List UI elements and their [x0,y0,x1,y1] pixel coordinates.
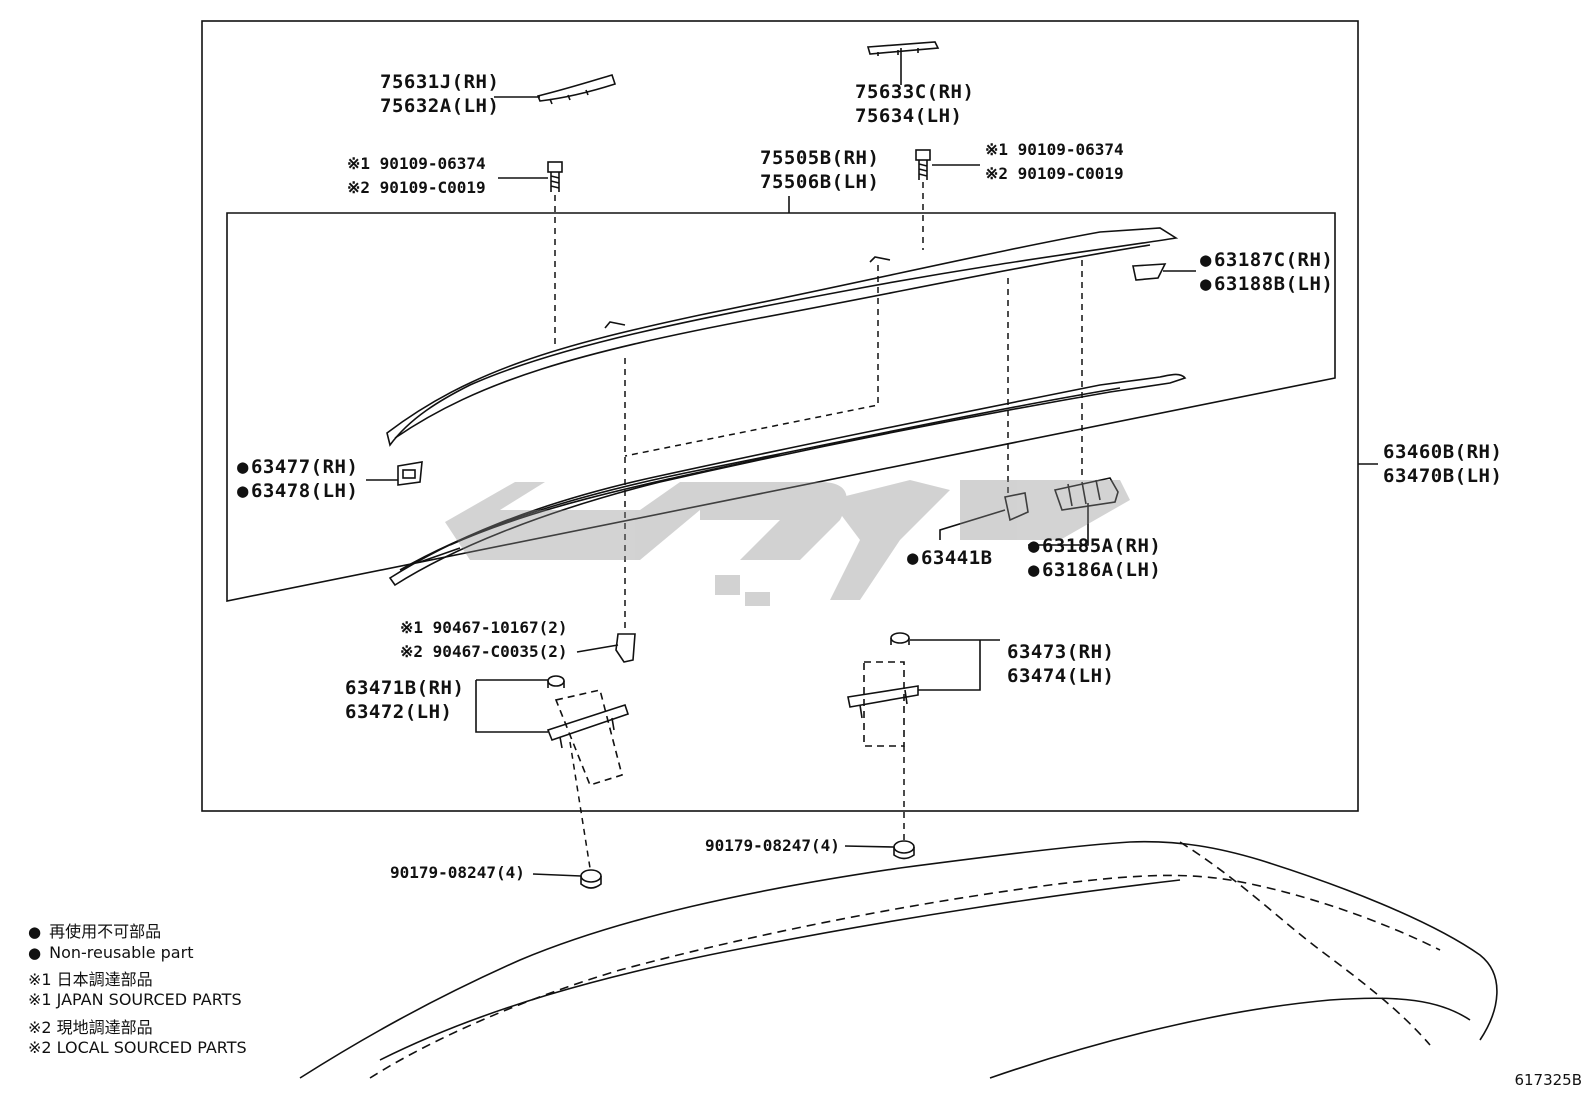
filled-circle-icon: ● [28,944,42,962]
part-63441 [1004,492,1029,522]
part-label-bolt-left[interactable]: ※1 90109-06374※2 90109-C0019 [347,154,486,197]
part-label-75505[interactable]: 75505B(RH)75506B(LH) [760,147,880,193]
part-label-nut-right[interactable]: 90179-08247(4) [705,836,840,855]
part-label-63471[interactable]: 63471B(RH)63472(LH) [345,677,465,723]
part-63477 [397,461,423,486]
bracket-63473 [847,632,919,747]
catalog-number: 617325B [1514,1071,1582,1089]
legend-japan-en: ※1 JAPAN SOURCED PARTS [28,990,242,1009]
outer-frame [201,20,1359,812]
part-label-63441[interactable]: 63441B [907,546,993,570]
bracket-63471 [546,675,630,786]
watermark-logo [445,480,1130,606]
legend-nonreusable-en: ●Non-reusable part [28,943,194,962]
nut-right [893,840,915,860]
part-63187 [1132,263,1167,281]
part-label-bolt-right[interactable]: ※1 90109-06374※2 90109-C0019 [985,140,1124,183]
inner-frame [226,212,1336,602]
part-label-63187[interactable]: 63187C(RH)63188B(LH) [1200,248,1333,296]
roof-rail-lower [388,373,1187,587]
bolt-right [915,149,931,180]
part-label-75631[interactable]: 75631J(RH)75632A(LH) [380,71,500,117]
legend-local-jp: ※2 現地調達部品 [28,1018,153,1037]
clip-90467 [615,633,636,663]
end-cap-75633 [866,41,940,55]
bolt-left [547,161,563,192]
legend-nonreusable-jp: ●再使用不可部品 [28,922,162,941]
end-cap-75631 [536,74,617,102]
part-label-63185[interactable]: 63185A(RH)63186A(LH) [1028,534,1161,582]
part-label-nut-left[interactable]: 90179-08247(4) [390,863,525,882]
legend-japan-jp: ※1 日本調達部品 [28,970,153,989]
part-label-63460[interactable]: 63460B(RH)63470B(LH) [1383,441,1503,487]
roof-rail-upper [386,227,1179,447]
legend-local-en: ※2 LOCAL SOURCED PARTS [28,1038,247,1057]
part-label-63473[interactable]: 63473(RH)63474(LH) [1007,641,1115,687]
part-label-63477[interactable]: 63477(RH)63478(LH) [237,455,358,503]
part-label-clip[interactable]: ※1 90467-10167(2)※2 90467-C0035(2) [400,618,568,661]
car-roof-outline [299,840,1498,1079]
filled-circle-icon: ● [28,923,42,941]
part-label-75633[interactable]: 75633C(RH)75634(LH) [855,81,975,127]
part-63185 [1053,477,1119,511]
nut-left [580,869,602,889]
